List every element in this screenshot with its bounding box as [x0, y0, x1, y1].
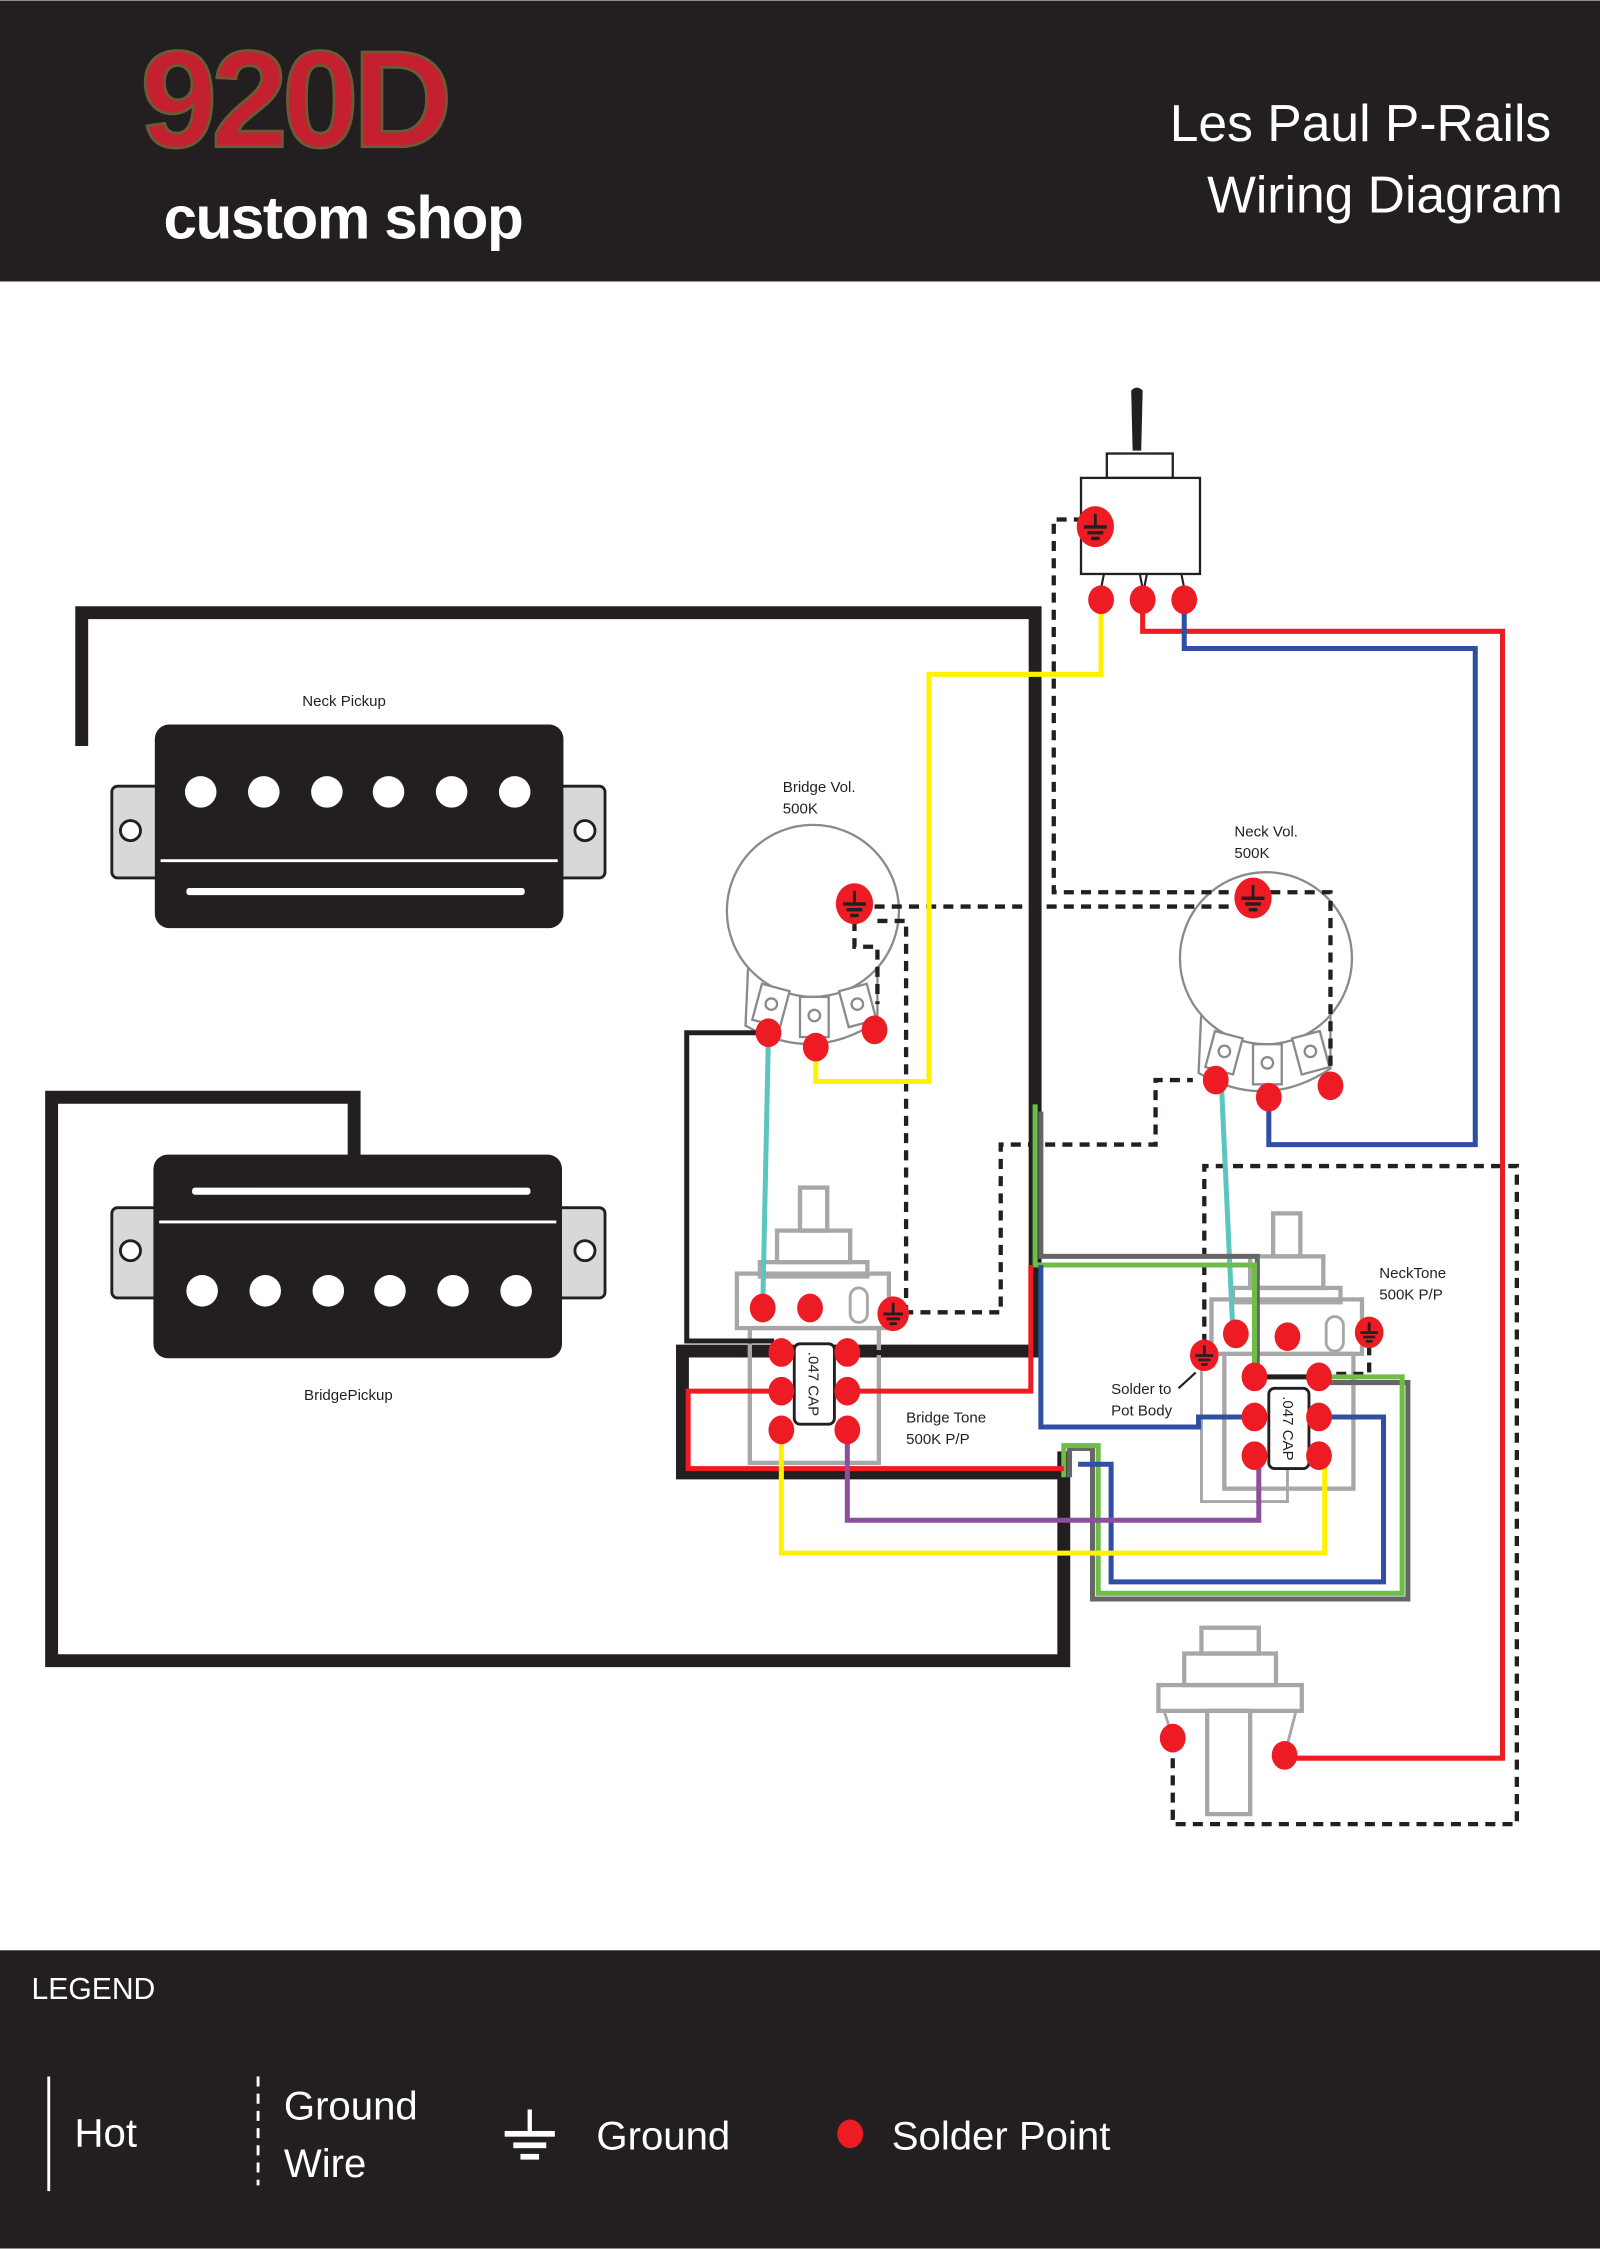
title-line2: Wiring Diagram: [1207, 166, 1563, 224]
solder-point: [749, 1293, 776, 1323]
solder-note-line1: Solder to: [1111, 1381, 1171, 1398]
ground-solder-icon: [1234, 877, 1272, 919]
neck-vol-label: Neck Vol.: [1234, 823, 1298, 840]
neck-pickup-wire: [75, 606, 1061, 1480]
solder-point: [834, 1376, 861, 1406]
solder-point: [1171, 585, 1198, 615]
solder-point: [1306, 1362, 1332, 1392]
solder-point: [755, 1018, 782, 1048]
bridge-tone-label: Bridge Tone: [906, 1410, 986, 1427]
cap: [1267, 1386, 1311, 1471]
solder-point: [1241, 1441, 1268, 1471]
solder-note-line2: Pot Body: [1111, 1403, 1173, 1420]
bridge-pickup: [110, 1154, 607, 1359]
solder-point: [1129, 585, 1156, 615]
solder-point: [1317, 1071, 1344, 1101]
cap-label: .047 CAP: [1279, 1396, 1296, 1460]
logo-main: 920D: [141, 23, 447, 177]
bridge-tone-pot: .047 CAP: [734, 1185, 892, 1466]
bridge-vol-value: 500K: [783, 800, 818, 817]
ground-solder-icon: [1354, 1316, 1384, 1349]
ground-solder-icon: [1076, 506, 1114, 548]
title-line1: Les Paul P-Rails: [1170, 94, 1552, 152]
bridge-vol-label: Bridge Vol.: [783, 779, 856, 796]
solder-point: [1274, 1322, 1301, 1352]
cap: [792, 1342, 836, 1426]
bridge-tone-value: 500K P/P: [906, 1431, 970, 1448]
neck-pickup-label: Neck Pickup: [302, 693, 386, 710]
legend-bar: [0, 1950, 1600, 2249]
bridge-pickup-label: BridgePickup: [304, 1387, 393, 1404]
ground-icon: [504, 2109, 555, 2160]
solder-point: [1271, 1740, 1298, 1770]
bridge-pickup-wire: [45, 1090, 1071, 1668]
solder-point: [802, 1032, 829, 1062]
neck-tone-pot: .047 CAP: [1200, 1211, 1365, 1503]
toggle-switch: [1079, 387, 1202, 589]
solder-point: [768, 1338, 795, 1367]
legend-ground-wire-line2: Wire: [284, 2141, 366, 2186]
solder-points: [749, 585, 1344, 1770]
legend-ground: Ground: [596, 2114, 730, 2159]
legend-hot: Hot: [75, 2111, 137, 2156]
legend-ground-wire-line1: Ground: [284, 2083, 418, 2128]
solder-point: [1159, 1723, 1186, 1753]
header-bar: [0, 0, 1600, 282]
neck-tone-value: 500K P/P: [1379, 1286, 1443, 1303]
solder-point: [768, 1415, 795, 1445]
solder-point: [1241, 1362, 1268, 1392]
solder-point: [1088, 585, 1114, 615]
solder-point: [1306, 1441, 1332, 1471]
ground-wires: [852, 517, 1519, 1827]
solder-point: [768, 1376, 795, 1406]
solder-point: [1241, 1402, 1268, 1432]
logo-sub: custom shop: [163, 183, 522, 251]
ground-solder-icon: [877, 1296, 909, 1332]
cap-label: .047 CAP: [805, 1352, 822, 1416]
solder-point: [861, 1015, 888, 1045]
solder-point: [834, 1415, 861, 1445]
solder-point: [1202, 1065, 1229, 1095]
legend-solder-point: Solder Point: [892, 2114, 1111, 2159]
solder-point: [1306, 1402, 1332, 1432]
ground-solder-icon: [835, 883, 874, 925]
legend-title: LEGEND: [32, 1973, 156, 2006]
solder-point: [1222, 1319, 1249, 1349]
neck-tone-label: NeckTone: [1379, 1265, 1446, 1282]
logo: 920D custom shop: [139, 21, 524, 251]
bridge-volume-pot: [725, 823, 901, 1046]
solder-point: [797, 1293, 823, 1323]
neck-vol-value: 500K: [1234, 845, 1269, 862]
solder-point-icon: [837, 2119, 864, 2149]
output-jack: [1156, 1625, 1304, 1817]
solder-point: [1255, 1082, 1282, 1112]
ground-solder-icon: [1189, 1339, 1219, 1372]
colored-wires: [684, 599, 1506, 1761]
neck-pickup: [110, 724, 607, 929]
ground-points: [835, 506, 1384, 1372]
solder-point: [834, 1338, 861, 1367]
